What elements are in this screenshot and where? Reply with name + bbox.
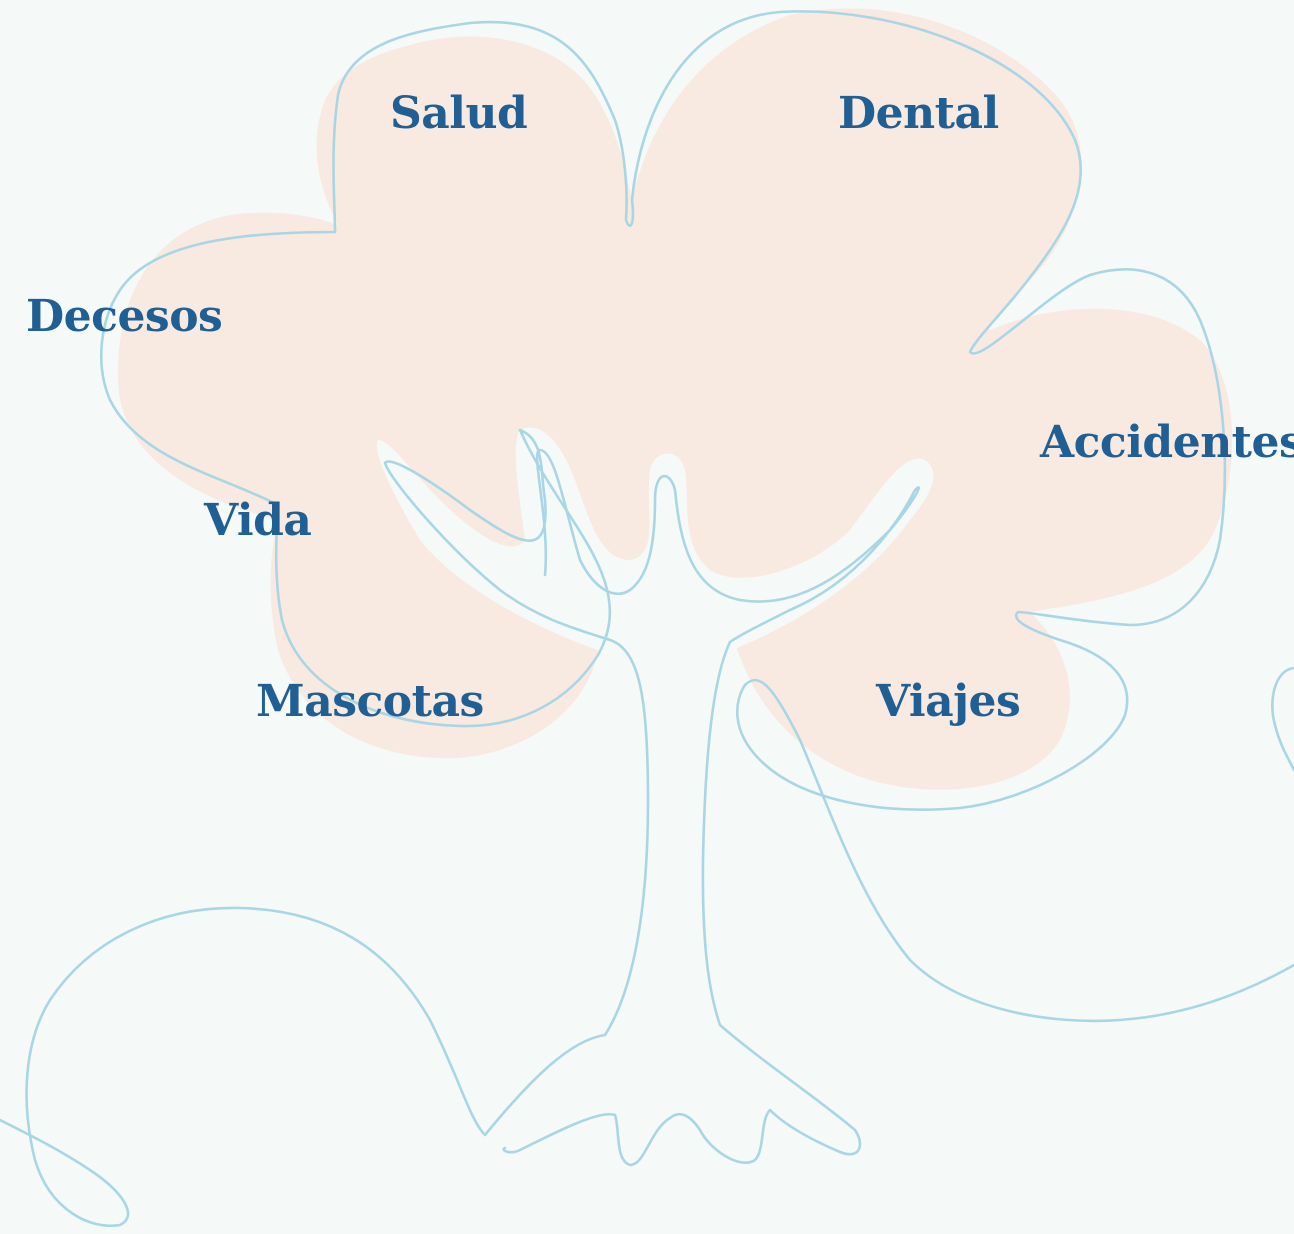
category-viajes[interactable]: Viajes (876, 680, 1020, 724)
category-accidentes[interactable]: Accidentes (1040, 421, 1294, 465)
category-vida[interactable]: Vida (204, 499, 311, 543)
category-dental[interactable]: Dental (838, 92, 999, 136)
canopy-fill (118, 8, 1232, 789)
far-right-curl-outline (1272, 668, 1294, 770)
category-decesos[interactable]: Decesos (26, 295, 222, 339)
category-salud[interactable]: Salud (390, 92, 527, 136)
category-mascotas[interactable]: Mascotas (256, 680, 484, 724)
